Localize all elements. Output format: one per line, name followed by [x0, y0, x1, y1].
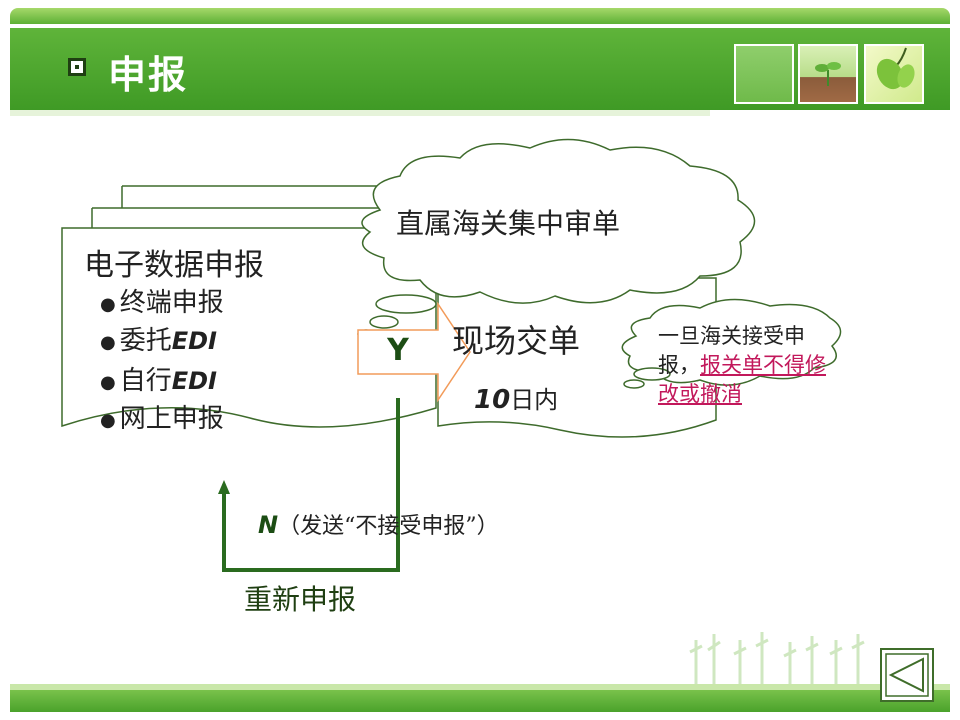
reject-text: （发送“不接受申报”）: [278, 514, 499, 539]
days-number: 10: [474, 385, 511, 415]
footer-light-strip: [10, 684, 950, 690]
document-front-sheet: [61, 227, 437, 428]
bullet-dot-icon: ●: [100, 293, 116, 315]
resubmit-label: 重新申报: [244, 583, 357, 616]
days-limit: 10日内: [474, 380, 558, 415]
previous-slide-button[interactable]: [880, 648, 934, 702]
bullet-dot-icon: ●: [100, 371, 116, 393]
days-suffix: 日内: [510, 386, 559, 414]
bullet-dot-icon: ●: [100, 409, 116, 431]
yes-arrow: [357, 301, 471, 403]
yes-label: Y: [387, 333, 409, 368]
note-highlight-link[interactable]: 报关单不得修改或撤消: [658, 353, 826, 406]
sprout-photo: [798, 44, 858, 104]
top-strip: [10, 8, 950, 24]
bullet-text: 委托: [119, 326, 172, 356]
header-underline: [10, 110, 710, 116]
checkbox-bullet-icon: [68, 58, 86, 76]
footer-bar: [10, 690, 950, 712]
bullet-item: ●自行EDI: [100, 360, 217, 397]
page-title: 申报: [108, 53, 189, 97]
bullet-item: ●网上申报: [100, 398, 224, 435]
bullet-latin: EDI: [171, 327, 217, 355]
bullet-text: 自行: [119, 366, 172, 396]
back-triangle-icon: [885, 653, 929, 697]
thought-bubble: [375, 294, 437, 314]
reject-label: N（发送“不接受申报”）: [258, 508, 499, 540]
reject-path: [222, 398, 400, 572]
bullet-item: ●委托EDI: [100, 320, 217, 357]
leaf-photo: [864, 44, 924, 104]
note-bubble: [623, 379, 645, 389]
acceptance-note: 一旦海关接受申报，报关单不得修改或撤消: [658, 322, 828, 409]
edi-declaration-title: 电子数据申报: [84, 248, 264, 283]
review-cloud: [361, 138, 756, 304]
bullet-dot-icon: ●: [100, 331, 116, 353]
thought-bubble: [369, 315, 399, 329]
central-review-text: 直属海关集中审单: [396, 207, 621, 240]
bullet-text: 终端申报: [119, 288, 224, 318]
no-letter: N: [258, 511, 279, 539]
note-plain: 一旦海关接受申报，: [658, 324, 805, 377]
bullet-latin: EDI: [171, 367, 217, 395]
reject-arrowhead: [218, 480, 230, 494]
onsite-title: 现场交单: [452, 322, 581, 360]
onsite-document: [437, 277, 717, 438]
bullet-item: ●终端申报: [100, 282, 224, 319]
green-tile-image: [734, 44, 794, 104]
bullet-text: 网上申报: [119, 404, 224, 434]
grass-decoration: [689, 632, 865, 690]
note-bubble: [633, 367, 671, 381]
